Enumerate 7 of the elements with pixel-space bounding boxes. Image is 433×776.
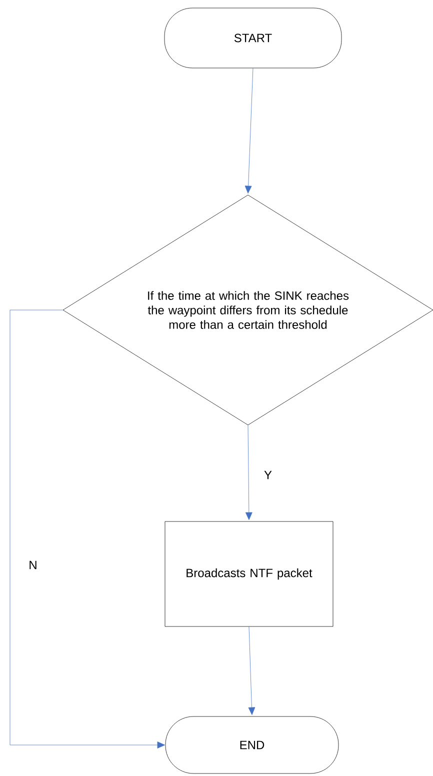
- arrow: [244, 68, 254, 194]
- arrow: [10, 310, 165, 748]
- arrow: [248, 626, 256, 715]
- edge-label: Y: [263, 470, 273, 480]
- process-box: Broadcasts NTF packet: [164, 521, 334, 627]
- arrow: [245, 425, 252, 520]
- edge-label: N: [28, 560, 38, 570]
